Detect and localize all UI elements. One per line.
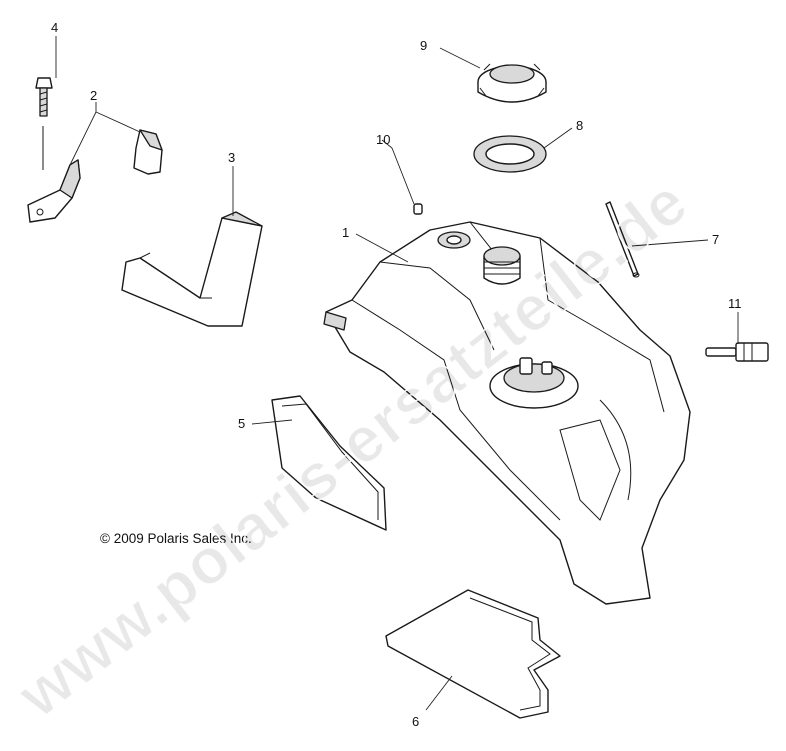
callout-1: 1: [342, 225, 349, 240]
part-9-fuel-cap[interactable]: [477, 63, 547, 103]
part-4-bolt[interactable]: [35, 77, 53, 170]
part-2-bracket-right[interactable]: [133, 129, 163, 175]
part-11-connector[interactable]: [705, 342, 769, 362]
callout-2: 2: [90, 88, 97, 103]
leader-lines: [55, 36, 739, 711]
part-7-rod[interactable]: [605, 201, 640, 278]
part-8-gasket[interactable]: [473, 135, 547, 173]
callout-6: 6: [412, 714, 419, 729]
callout-10: 10: [376, 132, 390, 147]
callout-7: 7: [712, 232, 719, 247]
part-3-foam-pad[interactable]: [121, 211, 263, 327]
part-2-bracket-left[interactable]: [27, 159, 81, 223]
callout-labels: 1 2 3 4 5 6 7 8 9 10 11: [51, 20, 742, 729]
callout-3: 3: [228, 150, 235, 165]
callout-11: 11: [728, 296, 742, 311]
callout-9: 9: [420, 38, 427, 53]
part-5-pad[interactable]: [271, 395, 387, 531]
callout-5: 5: [238, 416, 245, 431]
part-6-pad[interactable]: [385, 589, 561, 719]
part-1-fuel-tank[interactable]: [323, 221, 691, 605]
copyright-notice: © 2009 Polaris Sales Inc.: [100, 531, 252, 546]
callout-8: 8: [576, 118, 583, 133]
callout-4: 4: [51, 20, 58, 35]
part-10-pin[interactable]: [413, 203, 423, 215]
